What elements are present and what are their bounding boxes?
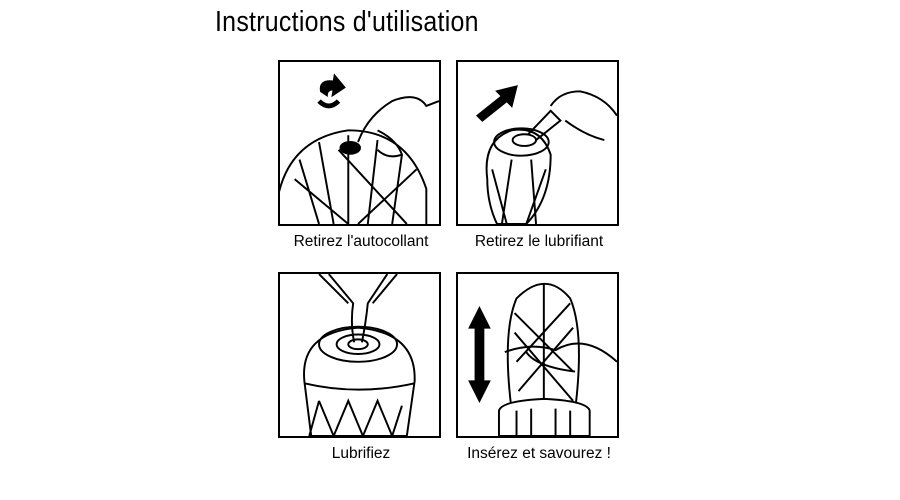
- page-title: Instructions d'utilisation: [215, 6, 479, 38]
- step-3-panel: [278, 272, 441, 438]
- peel-sticker-illustration: [280, 73, 439, 224]
- step-4-panel: [456, 272, 619, 438]
- insert-illustration: [468, 282, 617, 436]
- apply-lubricant-illustration: [303, 274, 416, 436]
- remove-lubricant-illustration: [476, 85, 617, 224]
- step-2-caption: Retirez le lubrifiant: [474, 233, 604, 250]
- step-1-panel: [278, 60, 441, 226]
- step-2-panel: [456, 60, 619, 226]
- step-4-caption: Insérez et savourez !: [467, 445, 611, 462]
- step-3-caption: Lubrifiez: [331, 445, 391, 462]
- step-1-caption: Retirez l'autocollant: [293, 233, 429, 250]
